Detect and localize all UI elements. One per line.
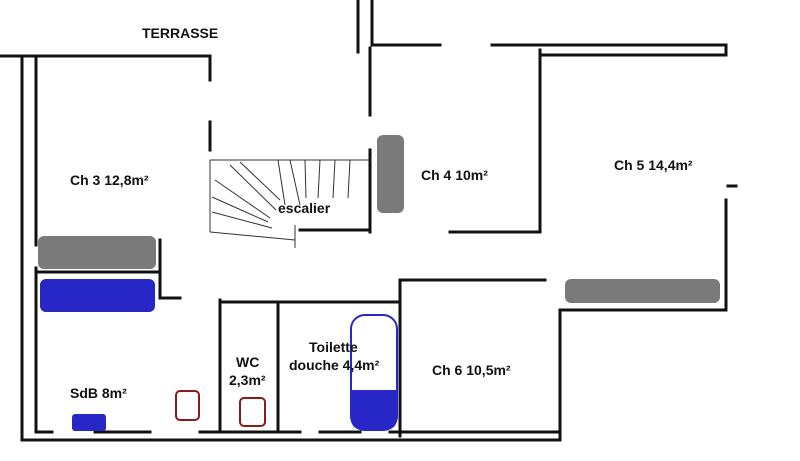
toilette-label-line2: douche 4,4m² (289, 357, 380, 373)
toilet-wc (239, 397, 266, 427)
toilet-sdb (175, 390, 200, 421)
wc-label-line1: WC (236, 354, 259, 370)
ch5-label: Ch 5 14,4m² (614, 157, 693, 173)
ch3-label: Ch 3 12,8m² (70, 172, 149, 188)
walls (0, 0, 738, 442)
terrasse-label: TERRASSE (142, 25, 218, 41)
escalier-label: escalier (278, 200, 331, 216)
sdb-label: SdB 8m² (70, 385, 127, 401)
bed-ch5 (565, 279, 720, 303)
ch4-label: Ch 4 10m² (421, 167, 488, 183)
bathtub-sdb (40, 279, 155, 312)
wc-label-line2: 2,3m² (229, 372, 266, 388)
bed-ch3 (38, 236, 156, 269)
ch6-label: Ch 6 10,5m² (432, 362, 511, 378)
room-labels: TERRASSE Ch 3 12,8m² Ch 4 10m² Ch 5 14,4… (70, 25, 693, 401)
furniture (38, 135, 720, 431)
toilette-label-line1: Toilette (309, 339, 358, 355)
staircase (209, 159, 370, 248)
bed-ch4 (377, 135, 404, 213)
shower-basin (351, 390, 397, 430)
sink-sdb (72, 414, 106, 431)
